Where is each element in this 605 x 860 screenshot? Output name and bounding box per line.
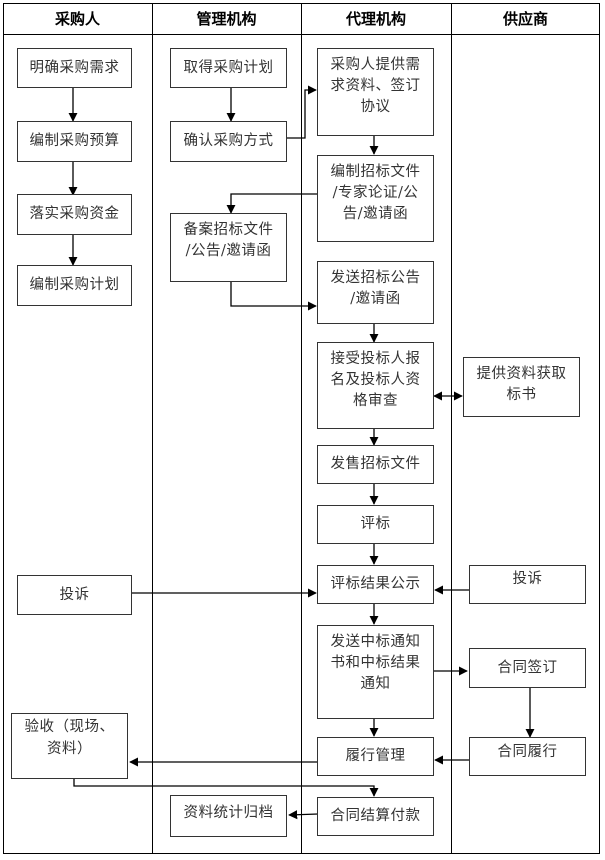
node-a5: 发售招标文件 <box>317 445 434 484</box>
node-m3: 备案招标文件 /公告/邀请函 <box>170 213 287 282</box>
node-label: 发送招标公告 /邀请函 <box>330 270 421 307</box>
node-label: 发送中标通知 书和中标结果 通知 <box>330 634 421 692</box>
node-label: 履行管理 <box>345 748 406 764</box>
lane-header-purchaser: 采购人 <box>54 10 100 28</box>
node-label: 发售招标文件 <box>330 456 421 472</box>
node-label: 编制采购计划 <box>29 277 120 293</box>
node-label: 评标结果公示 <box>330 576 421 592</box>
lane-divider <box>301 3 302 854</box>
node-label: 明确采购需求 <box>29 59 120 76</box>
node-p4: 编制采购计划 <box>17 265 132 306</box>
lane-divider <box>152 3 153 854</box>
node-s1: 提供资料获取 标书 <box>463 357 580 417</box>
node-a8: 发送中标通知 书和中标结果 通知 <box>317 625 434 719</box>
lane-header-supplier: 供应商 <box>502 10 548 28</box>
node-label: 验收（现场、 资料） <box>24 719 115 757</box>
lane-header-agency: 代理机构 <box>345 10 406 28</box>
node-a7: 评标结果公示 <box>317 565 434 604</box>
node-label: 备案招标文件 /公告/邀请函 <box>183 222 274 259</box>
node-s4: 合同履行 <box>469 737 586 776</box>
node-p1: 明确采购需求 <box>17 48 132 88</box>
node-label: 提供资料获取 标书 <box>476 366 567 403</box>
node-label: 合同签订 <box>497 659 558 676</box>
node-p5-complaint: 投诉 <box>17 575 132 615</box>
node-label: 编制采购预算 <box>29 133 120 149</box>
node-label: 评标 <box>360 516 391 532</box>
node-label: 合同结算付款 <box>330 808 421 824</box>
node-label: 落实采购资金 <box>29 206 120 222</box>
node-label: 投诉 <box>512 571 543 587</box>
node-a3: 发送招标公告 /邀请函 <box>317 261 434 324</box>
lane-header-admin: 管理机构 <box>196 10 257 28</box>
node-m4: 资料统计归档 <box>170 795 287 837</box>
node-a9: 履行管理 <box>317 737 434 776</box>
node-label: 合同履行 <box>497 744 558 760</box>
node-s2-complaint: 投诉 <box>469 565 586 604</box>
node-s3: 合同签订 <box>469 648 586 688</box>
node-m2: 确认采购方式 <box>170 121 287 162</box>
node-a4: 接受投标人报 名及投标人资 格审查 <box>317 342 434 429</box>
node-label: 接受投标人报 名及投标人资 格审查 <box>330 351 421 409</box>
node-a10: 合同结算付款 <box>317 797 434 836</box>
node-label: 编制招标文件 /专家论证/公 告/邀请函 <box>330 164 421 222</box>
node-label: 投诉 <box>59 586 90 603</box>
node-m1: 取得采购计划 <box>170 48 287 88</box>
node-a6: 评标 <box>317 505 434 544</box>
node-a1: 采购人提供需 求资料、签订 协议 <box>317 48 434 136</box>
node-label: 资料统计归档 <box>183 805 274 821</box>
node-label: 采购人提供需 求资料、签订 协议 <box>330 57 421 115</box>
node-a2: 编制招标文件 /专家论证/公 告/邀请函 <box>317 155 434 242</box>
lane-divider <box>451 3 452 854</box>
node-label: 取得采购计划 <box>183 59 274 76</box>
node-p2: 编制采购预算 <box>17 121 132 162</box>
node-label: 确认采购方式 <box>183 133 274 149</box>
node-p6-acceptance: 验收（现场、 资料） <box>11 713 128 779</box>
node-p3: 落实采购资金 <box>17 194 132 235</box>
